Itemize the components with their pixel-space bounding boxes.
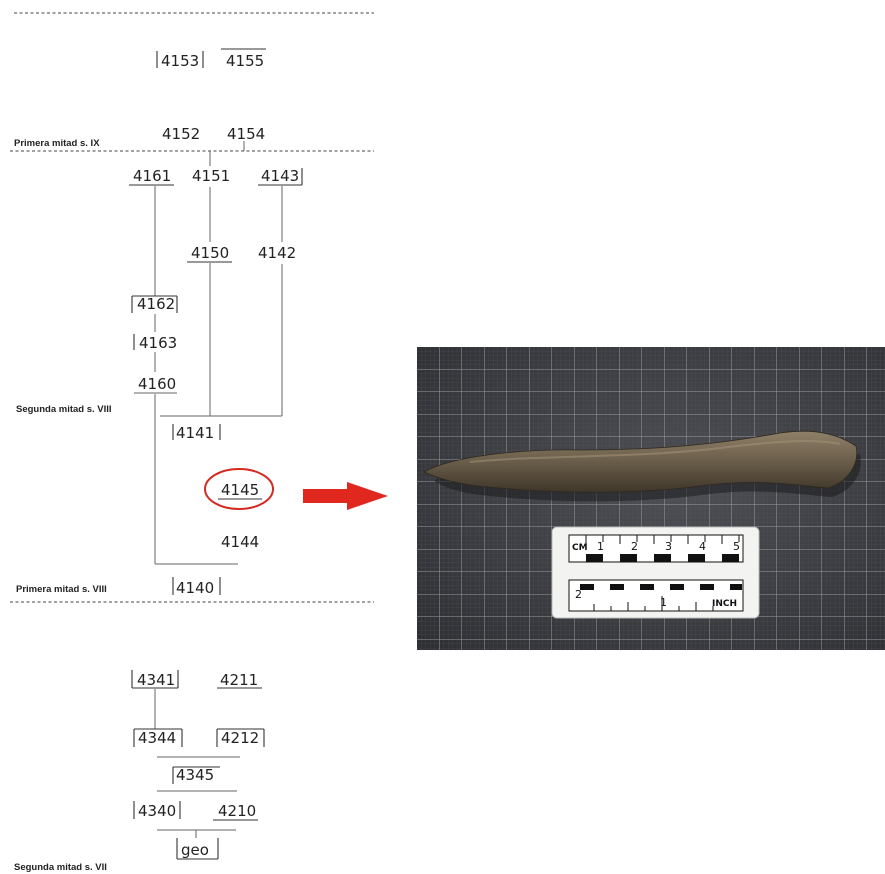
- unit-4154: 4154: [227, 125, 265, 143]
- unit-4345-label: 4345: [176, 766, 214, 784]
- unit-geo: geo: [177, 838, 218, 859]
- scale-bottom-units: INCH: [712, 599, 737, 609]
- unit-4141: 4141: [173, 424, 220, 442]
- unit-4161-label: 4161: [133, 167, 171, 185]
- unit-4210-label: 4210: [218, 802, 256, 820]
- unit-4163-label: 4163: [139, 334, 177, 352]
- unit-4162: 4162: [132, 295, 177, 313]
- unit-4210: 4210: [213, 802, 258, 820]
- unit-4161: 4161: [129, 167, 174, 185]
- unit-4141-label: 4141: [176, 424, 214, 442]
- unit-4211-label: 4211: [220, 671, 258, 689]
- unit-4142: 4142: [258, 244, 296, 262]
- unit-4345: 4345: [173, 766, 220, 784]
- photo-scale-card: CM 1 2 3 4 5 2 1 INCH: [552, 527, 759, 618]
- unit-4212-label: 4212: [221, 729, 259, 747]
- unit-4341: 4341: [132, 670, 178, 689]
- unit-4212: 4212: [217, 729, 264, 747]
- period-label-second-half-viii: Segunda mitad s. VIII: [16, 404, 112, 415]
- unit-geo-label: geo: [181, 841, 209, 859]
- unit-4143: 4143: [258, 167, 302, 185]
- unit-4144: 4144: [221, 533, 259, 551]
- red-arrow-icon: [303, 482, 388, 510]
- unit-4140-label: 4140: [176, 579, 214, 597]
- unit-4340-label: 4340: [138, 802, 176, 820]
- unit-4160-label: 4160: [138, 375, 176, 393]
- unit-4163: 4163: [134, 334, 177, 352]
- unit-4344-label: 4344: [138, 729, 176, 747]
- scale-top-units: CM: [572, 543, 588, 553]
- period-label-first-half-ix: Primera mitad s. IX: [14, 138, 100, 149]
- unit-4151: 4151: [192, 167, 230, 185]
- unit-4211: 4211: [217, 671, 262, 689]
- unit-4340: 4340: [134, 801, 180, 820]
- unit-4162-label: 4162: [137, 295, 175, 313]
- unit-4153-label: 4153: [161, 52, 199, 70]
- unit-4152: 4152: [162, 125, 200, 143]
- unit-4150-label: 4150: [191, 244, 229, 262]
- unit-4344: 4344: [134, 729, 182, 747]
- unit-4145-label: 4145: [221, 481, 259, 499]
- unit-4341-label: 4341: [137, 671, 175, 689]
- unit-4153: 4153: [157, 51, 203, 70]
- bone-fragment-photo: CM 1 2 3 4 5 2 1 INCH: [417, 347, 885, 650]
- period-label-second-half-vii: Segunda mitad s. VII: [14, 862, 107, 873]
- unit-4143-label: 4143: [261, 167, 299, 185]
- unit-4155-label: 4155: [226, 52, 264, 70]
- unit-4145-highlighted: 4145: [205, 469, 273, 509]
- unit-4150: 4150: [187, 244, 232, 262]
- unit-4160: 4160: [134, 375, 177, 393]
- unit-4155: 4155: [221, 49, 266, 70]
- unit-4140: 4140: [173, 577, 220, 597]
- scale-bottom-tick-1: 1: [660, 596, 667, 609]
- period-label-first-half-viii: Primera mitad s. VIII: [16, 584, 107, 595]
